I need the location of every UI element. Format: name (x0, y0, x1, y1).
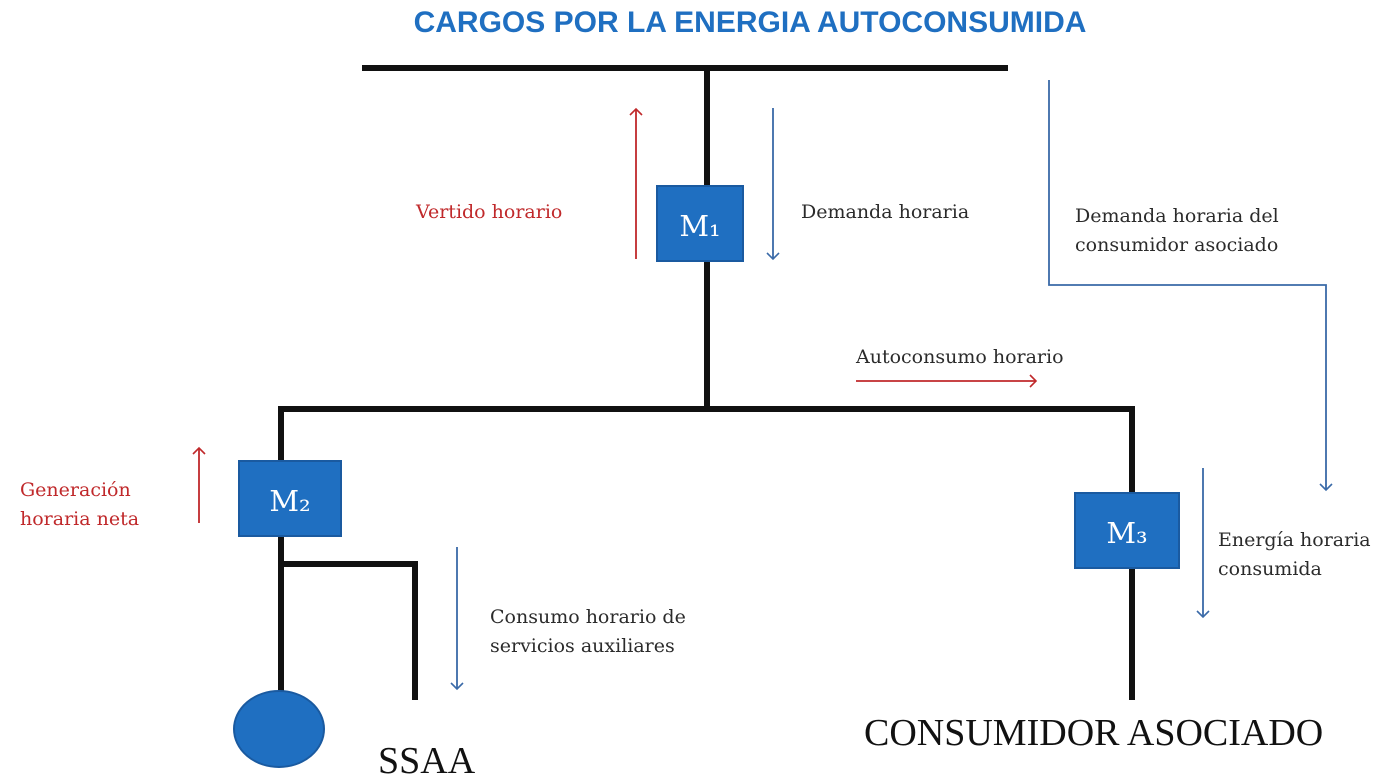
demanda-label: Demanda horaria (801, 201, 969, 223)
meter-m3: M₃ (1074, 492, 1180, 569)
demanda-asociado-label-1: Demanda horaria del (1075, 205, 1279, 227)
demanda-asociado-arrow-icon (1048, 80, 1333, 492)
generacion-label-2: horaria neta (20, 508, 139, 530)
bus-lines (278, 65, 1135, 700)
generacion-label-1: Generación (20, 479, 131, 501)
meter-m1-label: M₁ (679, 209, 720, 243)
meter-m1: M₁ (656, 185, 744, 262)
generator-circle (233, 690, 325, 768)
diagram-title: CARGOS POR LA ENERGIA AUTOCONSUMIDA (413, 6, 1087, 39)
energia-label-2: consumida (1218, 558, 1322, 580)
consumidor-node-label: CONSUMIDOR ASOCIADO (864, 712, 1323, 754)
demanda-asociado-label-2: consumidor asociado (1075, 234, 1278, 256)
ssaa-node-label: SSAA (378, 740, 476, 782)
vertido-label: Vertido horario (415, 201, 562, 223)
meter-m3-label: M₃ (1106, 516, 1147, 550)
energia-label-1: Energía horaria (1218, 529, 1371, 551)
meter-m2-label: M₂ (269, 484, 310, 518)
autoconsumo-label: Autoconsumo horario (855, 346, 1064, 368)
meter-m2: M₂ (238, 460, 342, 537)
consumo-aux-label-2: servicios auxiliares (490, 635, 675, 657)
ssaa-branch (281, 561, 418, 700)
consumo-aux-label-1: Consumo horario de (490, 606, 686, 628)
